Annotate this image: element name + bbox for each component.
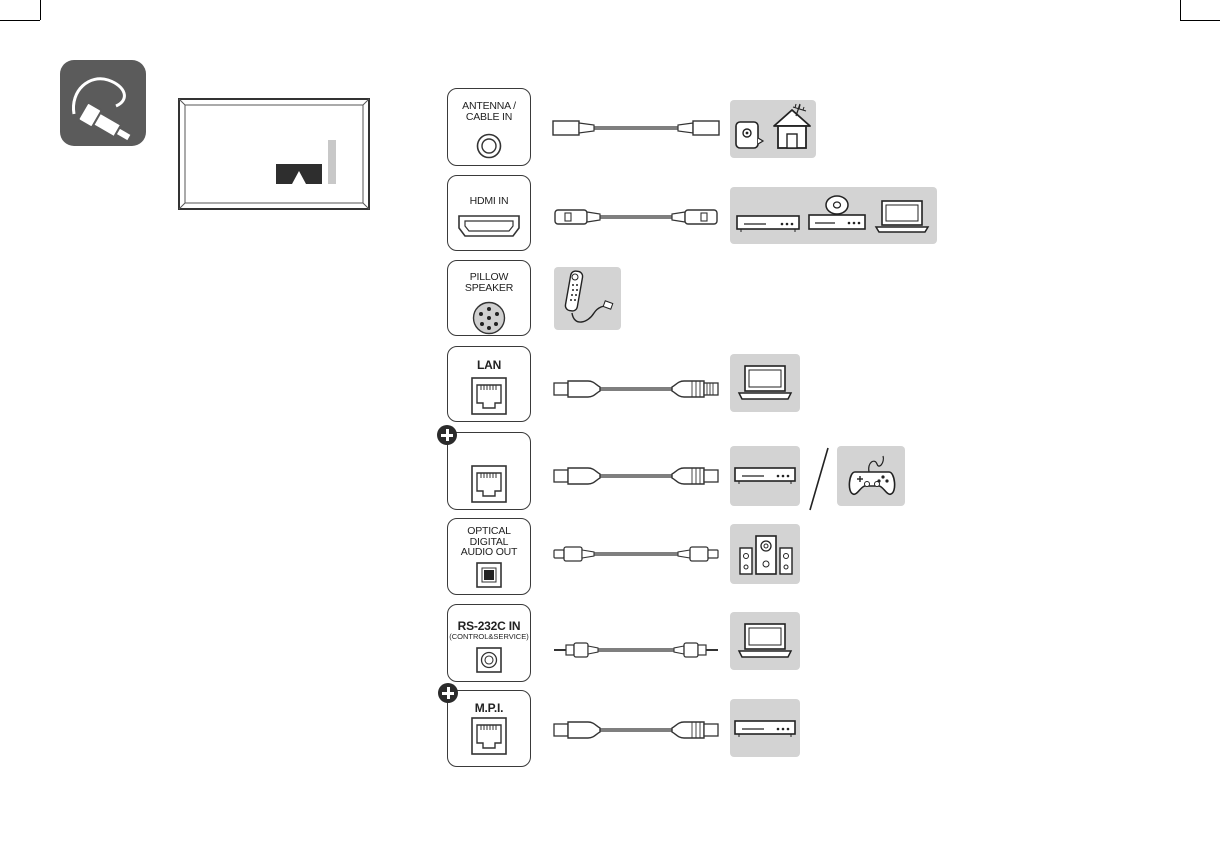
game-controller-icon (845, 452, 899, 500)
rj45-port-icon (471, 465, 507, 503)
crop-mark (1180, 20, 1220, 21)
game-controller-device (837, 446, 905, 506)
set-top-box-icon (734, 717, 796, 739)
speaker-system-device (730, 524, 800, 584)
rs232c-device (730, 612, 800, 670)
hdmi-cable-icon (552, 206, 720, 228)
crop-mark (40, 0, 41, 20)
hdmi-port-icon (457, 214, 521, 238)
crop-mark (0, 20, 40, 21)
lan-cable-icon (552, 465, 720, 487)
laptop-icon (736, 364, 794, 402)
port-label: HDMI IN (448, 196, 530, 207)
mpi-port: M.P.I. (447, 690, 531, 767)
hdmi-device-group (730, 187, 937, 244)
antenna-cable-in-port: ANTENNA / CABLE IN (447, 88, 531, 166)
port-label: RS-232C IN (448, 620, 530, 632)
lan-port: LAN (447, 346, 531, 422)
hdmi-in-port: HDMI IN (447, 175, 531, 251)
rs232c-in-port: RS-232C IN (CONTROL&SERVICE) (447, 604, 531, 682)
rj45-port-icon (471, 717, 507, 755)
laptop-icon (736, 622, 794, 660)
speaker-system-icon (738, 532, 794, 578)
port-label: ANTENNA / CABLE IN (448, 101, 530, 122)
lan-cable-icon (552, 378, 720, 400)
rj45-port-icon (471, 377, 507, 415)
set-top-box-device (730, 446, 800, 506)
optional-plus-icon (438, 683, 458, 703)
antenna-house-icon (730, 100, 816, 158)
jack-cable-icon (552, 640, 720, 660)
port-label: LAN (448, 359, 530, 371)
port-label: M.P.I. (448, 702, 530, 714)
port-sublabel: (CONTROL&SERVICE) (448, 632, 530, 641)
port-label: PILLOW SPEAKER (448, 272, 530, 293)
optical-digital-audio-out-port: OPTICAL DIGITAL AUDIO OUT (447, 518, 531, 595)
optional-rj45-port (447, 432, 531, 510)
tv-rear-panel-icon (178, 98, 370, 210)
set-top-box-icon (734, 464, 796, 486)
optical-port-icon (476, 562, 502, 588)
mpi-device (730, 699, 800, 757)
set-top-box-icon (736, 213, 800, 233)
cable-connector-icon (60, 60, 146, 146)
coaxial-port-icon (476, 133, 502, 159)
din-port-icon (472, 301, 506, 335)
port-label: OPTICAL DIGITAL AUDIO OUT (448, 526, 530, 558)
phone-jack-port-icon (476, 647, 502, 673)
up-arrow-icon (276, 164, 322, 184)
disc-player-icon (805, 193, 869, 235)
optional-plus-icon (437, 425, 457, 445)
or-divider (806, 446, 832, 512)
pillow-speaker-port: PILLOW SPEAKER (447, 260, 531, 336)
lan-device (730, 354, 800, 412)
optical-cable-icon (552, 544, 720, 564)
coaxial-cable-icon (552, 118, 720, 138)
pillow-speaker-remote-icon (554, 267, 621, 330)
crop-mark (1180, 0, 1181, 20)
laptop-icon (873, 199, 931, 235)
lan-cable-icon (552, 719, 720, 741)
